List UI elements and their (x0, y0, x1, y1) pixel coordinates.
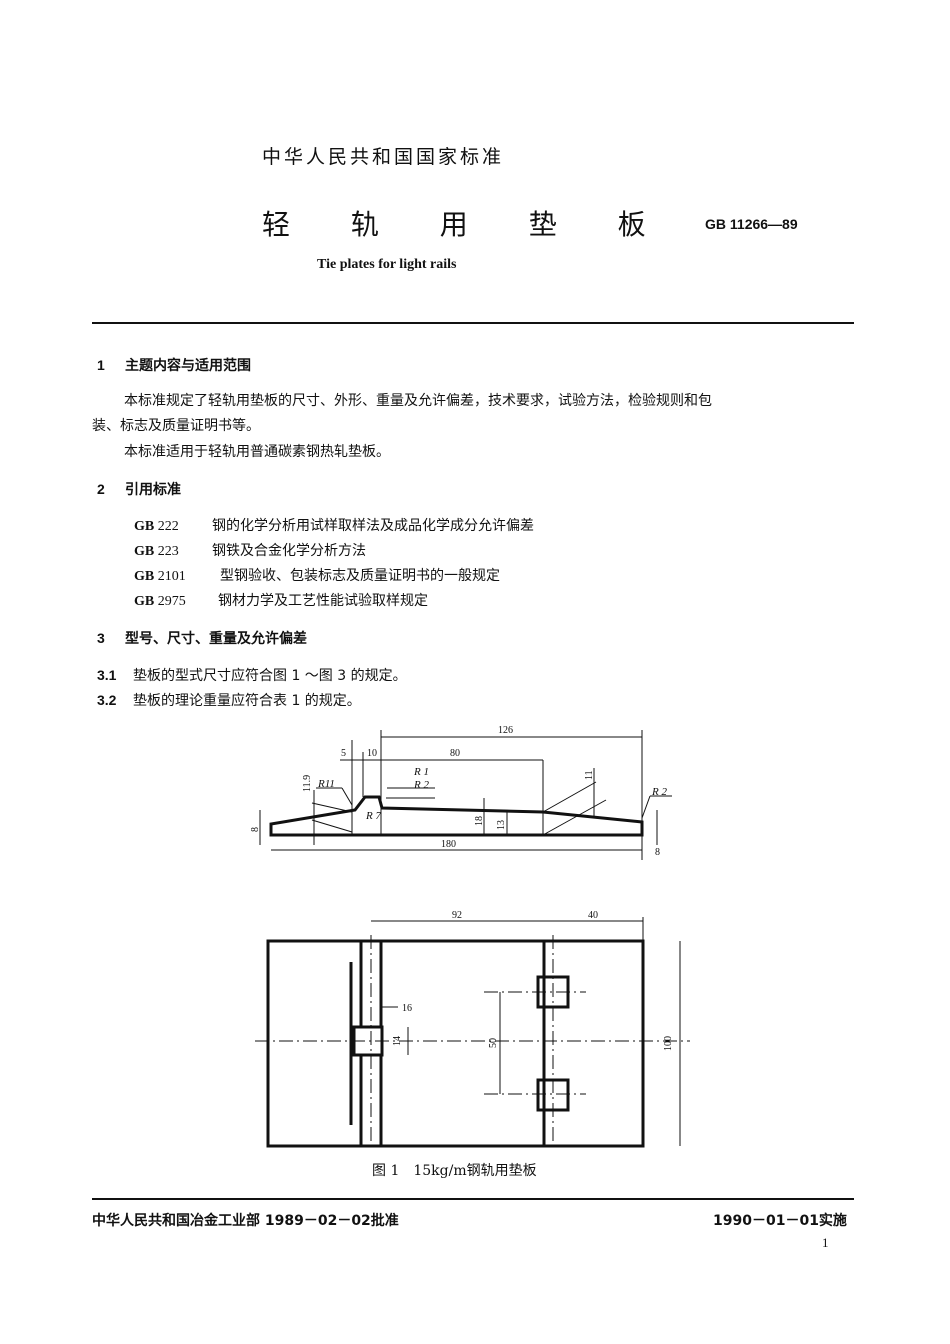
dim-11-9: 11.9 (302, 775, 313, 792)
section-title: 型号、尺寸、重量及允许偏差 (125, 631, 307, 647)
reference-item: GB 222 钢的化学分析用试样取样法及成品化学成分允许偏差 (134, 515, 534, 535)
approval-note: 中华人民共和国冶金工业部 1989－02－02批准 (92, 1213, 399, 1229)
ref-title: 钢铁及合金化学分析方法 (212, 543, 366, 559)
dim-50: 50 (488, 1038, 499, 1048)
dim-180: 180 (441, 839, 456, 850)
dim-r2-end: R 2 (651, 786, 667, 798)
section-1-para2: 本标准适用于轻轨用普通碳素钢热轧垫板。 (124, 444, 390, 460)
ref-title: 钢材力学及工艺性能试验取样规定 (218, 593, 428, 609)
clause-3-1: 3.1 垫板的型式尺寸应符合图 1 ～图 3 的规定。 (97, 665, 407, 685)
dim-13: 13 (496, 820, 507, 830)
dim-r11: R11 (317, 778, 335, 790)
dim-r7: R 7 (365, 810, 381, 822)
figure-1-caption: 图 1 15kg/m钢轨用垫板 (372, 1163, 537, 1179)
ref-title: 钢的化学分析用试样取样法及成品化学成分允许偏差 (212, 518, 534, 534)
section-number: 1 (97, 357, 105, 373)
ref-title: 型钢验收、包装标志及质量证明书的一般规定 (220, 568, 500, 584)
clause-text: 垫板的理论重量应符合表 1 的规定。 (133, 693, 361, 709)
page-number: 1 (822, 1235, 829, 1250)
reference-item: GB 223 钢铁及合金化学分析方法 (134, 540, 366, 560)
dim-92: 92 (452, 910, 462, 921)
dim-16: 16 (402, 1003, 412, 1014)
ref-number: 223 (157, 544, 179, 559)
dim-r2: R 2 (413, 779, 429, 791)
section-3-heading: 3 型号、尺寸、重量及允许偏差 (97, 628, 307, 648)
ref-number: 2101 (157, 569, 186, 584)
dim-80: 80 (450, 748, 460, 759)
ref-number: 222 (157, 519, 179, 534)
clause-3-2: 3.2 垫板的理论重量应符合表 1 的规定。 (97, 690, 361, 710)
bottom-rule (92, 1198, 854, 1200)
dim-126: 126 (498, 725, 513, 736)
dim-8-right: 8 (655, 847, 660, 858)
section-title: 引用标准 (125, 482, 181, 498)
dim-100: 100 (663, 1036, 674, 1051)
clause-number: 3.1 (97, 667, 117, 683)
ref-code: GB (134, 594, 155, 609)
reference-item: GB 2975 钢材力学及工艺性能试验取样规定 (134, 590, 428, 610)
dim-5: 5 (341, 748, 346, 759)
dim-r1: R 1 (413, 766, 429, 778)
dim-40: 40 (588, 910, 598, 921)
english-title: Tie plates for light rails (317, 257, 457, 272)
section-1-para1-line2: 装、标志及质量证明书等。 (92, 418, 260, 434)
reference-item: GB 2101 型钢验收、包装标志及质量证明书的一般规定 (134, 565, 500, 585)
section-number: 2 (97, 481, 105, 497)
top-rule (92, 322, 854, 324)
section-title: 主题内容与适用范围 (125, 358, 251, 374)
ref-number: 2975 (157, 594, 186, 609)
effective-date: 1990－01－01实施 (713, 1213, 847, 1229)
clause-text: 垫板的型式尺寸应符合图 1 ～图 3 的规定。 (133, 668, 407, 684)
clause-number: 3.2 (97, 692, 117, 708)
ref-code: GB (134, 569, 155, 584)
standard-org-header: 中华人民共和国国家标准 (262, 146, 505, 168)
standard-code: GB 11266—89 (705, 216, 798, 232)
section-1-para1-line1: 本标准规定了轻轨用垫板的尺寸、外形、重量及允许偏差，技术要求，试验方法，检验规则… (124, 393, 712, 409)
section-number: 3 (97, 630, 105, 646)
dim-14: 14 (392, 1036, 403, 1046)
dim-18: 18 (474, 816, 485, 826)
section-2-heading: 2 引用标准 (97, 479, 181, 499)
section-1-heading: 1 主题内容与适用范围 (97, 355, 251, 375)
document-title: 轻 轨 用 垫 板 (262, 208, 672, 241)
dim-8-left: 8 (250, 827, 261, 832)
dim-11: 11 (584, 770, 595, 780)
ref-code: GB (134, 544, 155, 559)
ref-code: GB (134, 519, 155, 534)
dim-10: 10 (367, 748, 377, 759)
